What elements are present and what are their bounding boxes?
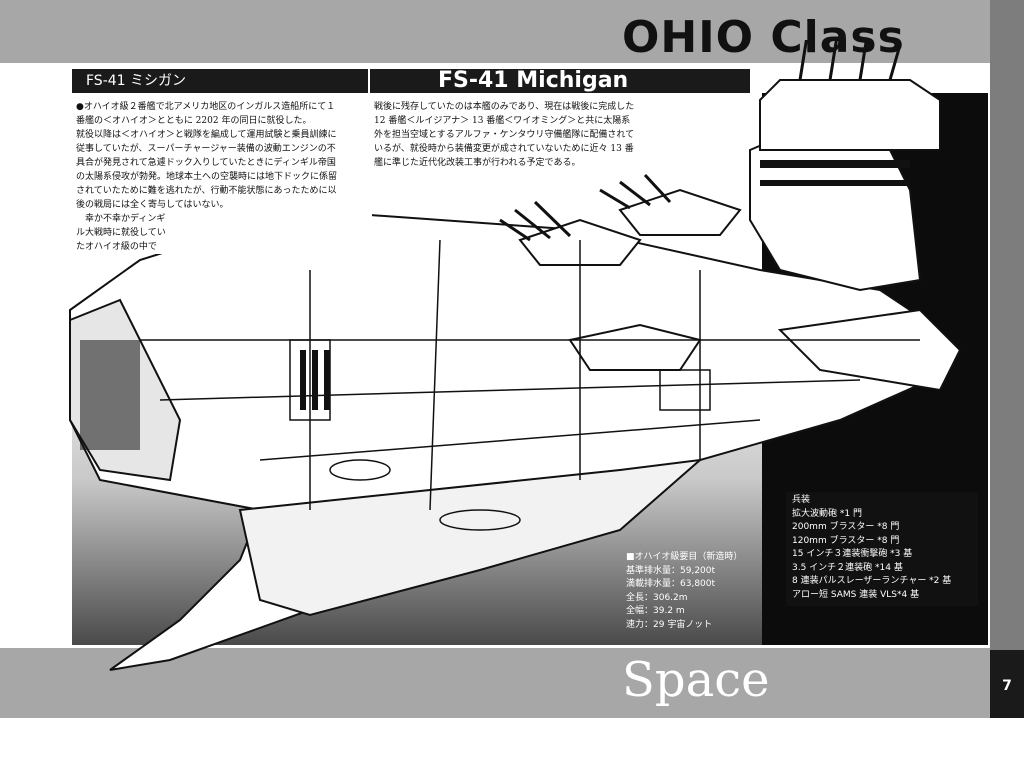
armament-line: 200mm ブラスター *8 門: [792, 522, 900, 532]
battleship-illustration: [69, 40, 962, 671]
class-title: OHIO Class: [622, 12, 905, 63]
armament-line: 8 連装パルスレーザーランチャー *2 基: [792, 576, 952, 586]
jp-header-bar: [72, 69, 368, 93]
jp-ship-name: FS-41 ミシガン: [86, 73, 187, 89]
armament-line: 3.5 インチ２連装砲 *14 基: [792, 562, 903, 573]
en-header-bar: [370, 69, 750, 93]
spec-line: 速力：29 宇宙ノット: [626, 619, 713, 630]
armament-heading: 兵装: [792, 495, 811, 505]
article-paragraph: 戦後に残存していたのは本艦のみであり、現在は戦後に完成した 12 番艦＜ルイジア…: [374, 102, 635, 168]
spec-line: 全長：306.2m: [626, 592, 688, 603]
armament-box: 兵装 拡大波動砲 *1 門 200mm ブラスター *8 門 120mm ブラス…: [786, 492, 978, 606]
spec-line: 全幅：39.2 m: [626, 606, 685, 616]
spec-line: 基準排水量：59,200t: [626, 565, 716, 576]
article-paragraph: ●オハイオ級２番艦で北アメリカ地区のインガルス造船所にて１ 番艦の＜オハイオ＞と…: [76, 102, 338, 210]
specifications-heading: ■オハイオ級要目（新造時）: [626, 552, 743, 562]
armament-line: 15 インチ３連装衝撃砲 *3 基: [792, 549, 913, 559]
article-column-1: ●オハイオ級２番艦で北アメリカ地区のインガルス造船所にて１ 番艦の＜オハイオ＞と…: [76, 100, 372, 254]
article-paragraph: 幸か不幸かディンギ ル大戦時に就役してい たオハイオ級の中で: [76, 214, 166, 252]
spec-line: 満載排水量：63,800t: [626, 579, 716, 589]
armament-line: 120mm ブラスター *8 門: [792, 535, 900, 546]
page-number: 7: [1002, 678, 1012, 694]
specifications-box: ■オハイオ級要目（新造時） 基準排水量：59,200t 満載排水量：63,800…: [626, 551, 786, 632]
page-number-tab: [990, 650, 1024, 718]
top-gray-band: [0, 0, 990, 63]
en-ship-name: FS-41 Michigan: [438, 68, 629, 93]
armament-line: 拡大波動砲 *1 門: [792, 508, 862, 519]
article-column-2: 戦後に残存していたのは本艦のみであり、現在は戦後に完成した 12 番艦＜ルイジア…: [374, 100, 662, 170]
armament-line: アロー短 SAMS 連装 VLS*4 基: [792, 589, 920, 600]
page-edge-strip: [990, 0, 1024, 718]
footer-title: Space Battleship: [622, 652, 870, 772]
